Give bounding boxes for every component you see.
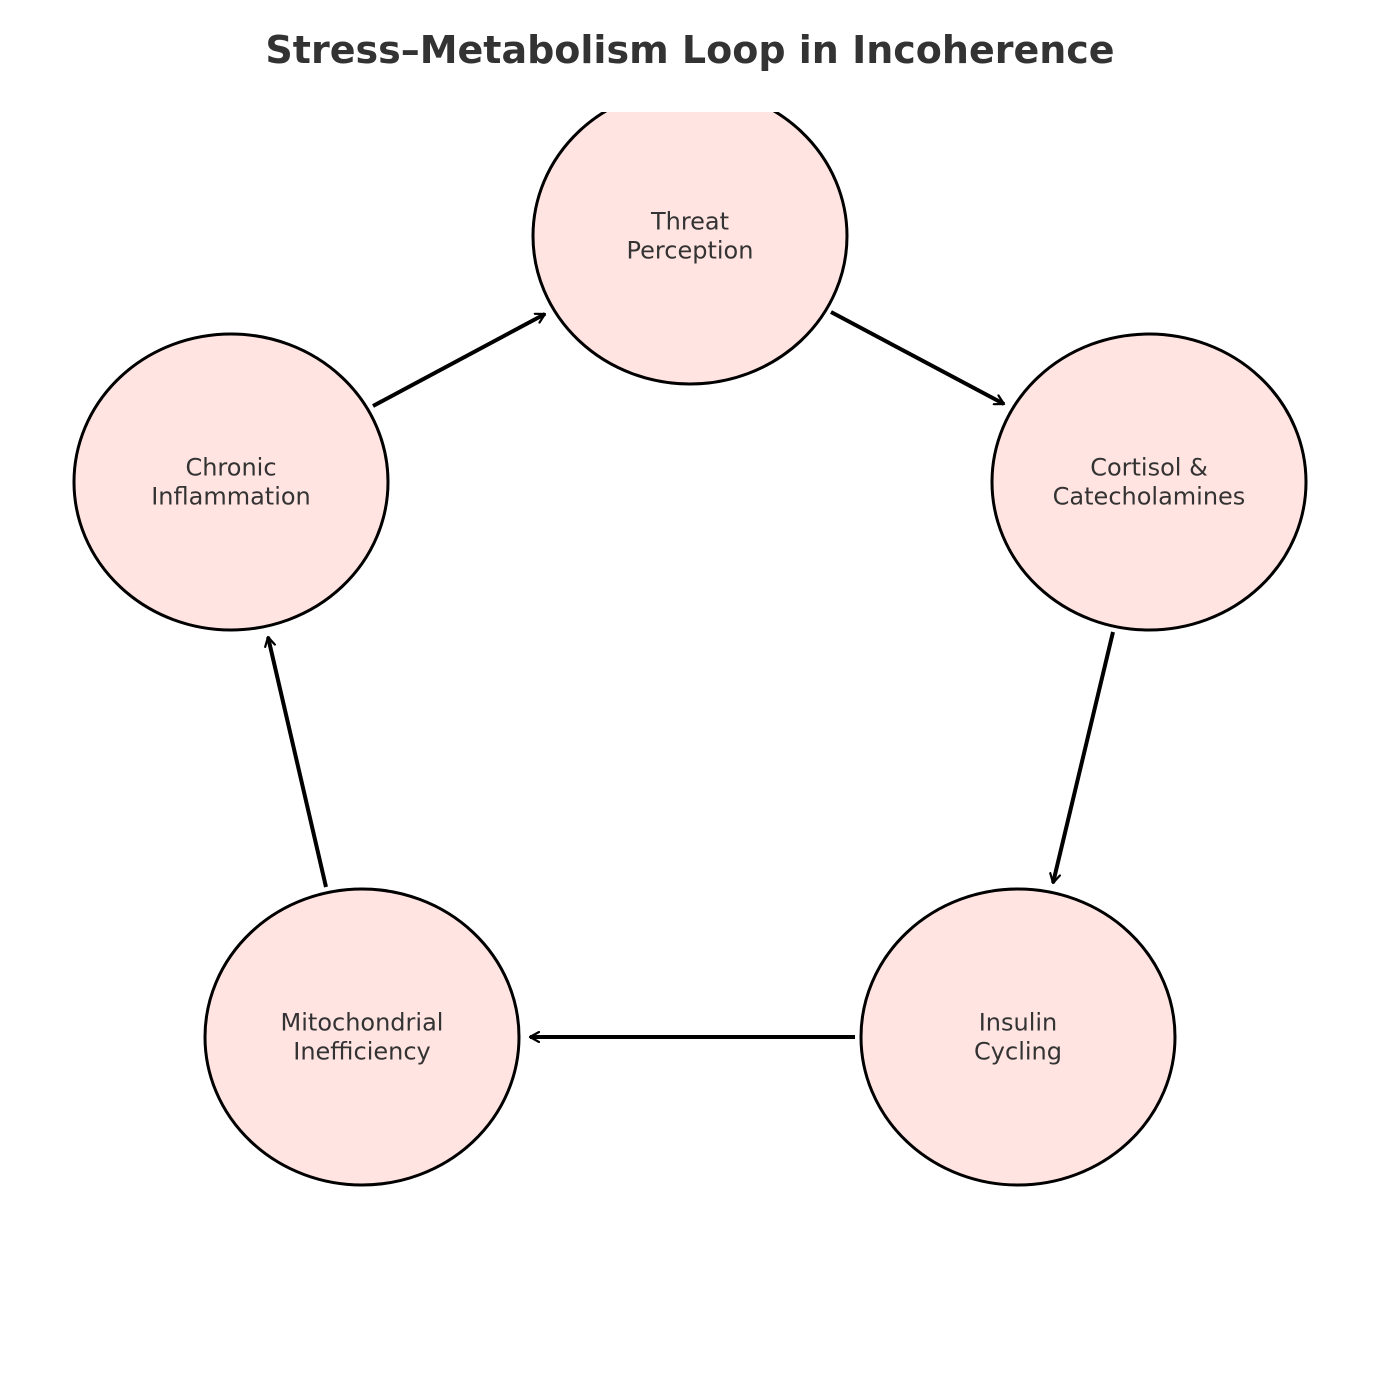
node-ellipse — [72, 332, 390, 632]
node-label: Mitochondrial — [281, 1009, 444, 1037]
edge-arrow-mito-inflammation — [268, 637, 328, 888]
node-ellipse — [203, 887, 521, 1187]
edges-layer — [268, 310, 1115, 1037]
node-label: Perception — [627, 237, 754, 265]
diagram-title: Stress–Metabolism Loop in Incoherence — [265, 28, 1115, 72]
node-label: Catecholamines — [1053, 483, 1246, 511]
node-ellipse — [531, 112, 849, 386]
node-label: Inefficiency — [293, 1038, 431, 1066]
node-label: Inflammation — [151, 483, 311, 511]
node-label: Insulin — [979, 1009, 1058, 1037]
node-ellipse — [859, 887, 1177, 1187]
node-label: Cycling — [974, 1038, 1062, 1066]
node-label: Threat — [650, 208, 729, 236]
edge-arrow-cortisol-insulin — [1053, 631, 1115, 883]
node-label: Chronic — [185, 454, 276, 482]
node-label: Cortisol & — [1090, 454, 1208, 482]
edge-arrow-threat-cortisol — [830, 310, 1004, 406]
node-ellipse — [990, 332, 1308, 632]
node-cortisol: Cortisol &Catecholamines — [990, 332, 1308, 632]
edge-arrow-inflammation-threat — [372, 312, 545, 408]
